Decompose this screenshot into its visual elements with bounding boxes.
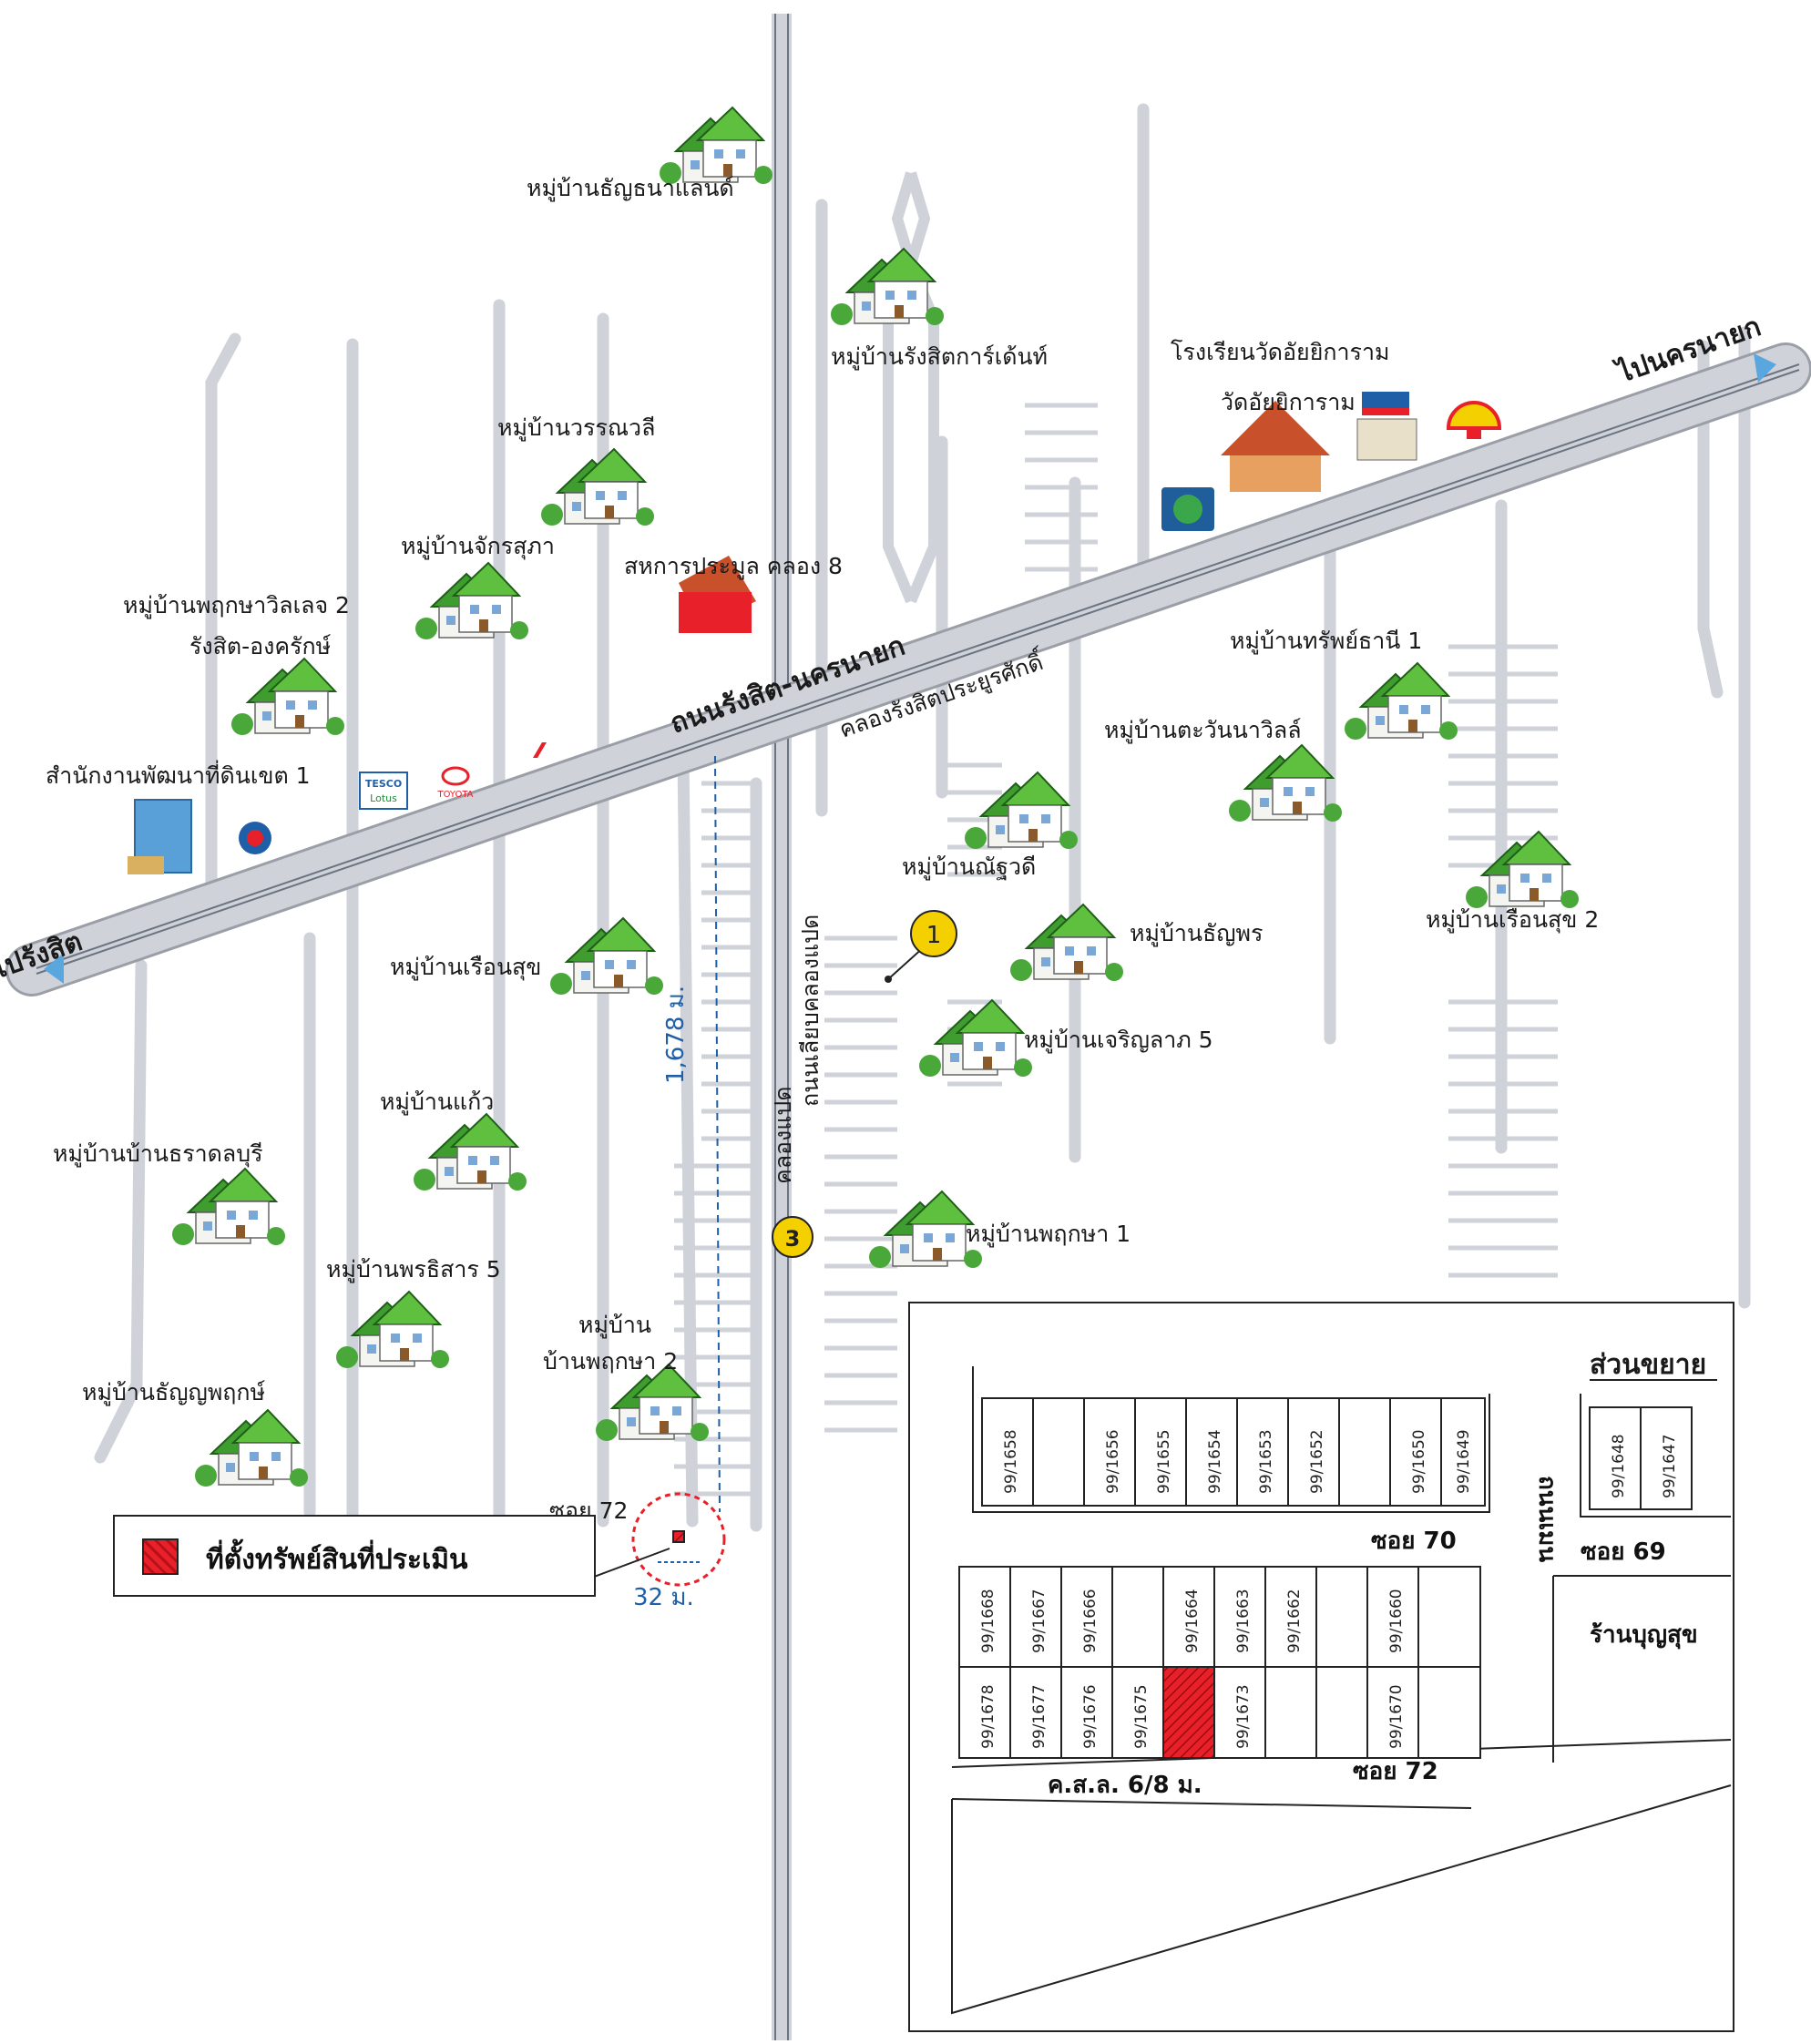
plot-label: 99/1648 (1610, 1434, 1628, 1498)
plot-label: 99/1660 (1387, 1589, 1406, 1653)
legend-swatch (142, 1538, 179, 1575)
village-label-ban-pruksa-2: บ้านพฤกษา 2 (543, 1348, 678, 1375)
arrow-right-icon (1754, 353, 1776, 383)
plot-row-3 (958, 1666, 1481, 1759)
inset-title: ส่วนขยาย (1590, 1349, 1706, 1381)
temple-icon (1221, 401, 1330, 492)
inset-road-men: ถนนเมน (1533, 1476, 1560, 1562)
plot-label: 99/1668 (979, 1589, 998, 1653)
plot-labels-right-pair: 99/1648 99/1647 (1610, 1434, 1679, 1498)
marker-1-label: 1 (926, 922, 942, 949)
distance-label-soi: 32 ม. (633, 1584, 694, 1611)
plot-label: 99/1656 (1104, 1429, 1122, 1494)
village-label-charoen-lap-5: หมู่บ้านเจริญลาภ 5 (1024, 1027, 1213, 1054)
plot-label: 99/1647 (1661, 1434, 1679, 1498)
plot-label: 99/1664 (1183, 1589, 1202, 1653)
village-label-wannawalee: หมู่บ้านวรรณวลี (497, 414, 655, 442)
village-label-rangsit-garden: หมู่บ้านรังสิตการ์เด้นท์ (831, 343, 1048, 371)
village-label-thanyathana-land: หมู่บ้านธัญธนาแลนด์ (527, 175, 734, 202)
landmark-label-land-office: สำนักงานพัฒนาที่ดินเขต 1 (46, 760, 311, 789)
plot-label: 99/1655 (1155, 1429, 1173, 1494)
suzuki-icon (533, 742, 547, 758)
marker-1: 1 (885, 910, 957, 983)
plot-label: 99/1658 (1002, 1429, 1020, 1494)
inset-soi-72: ซอย 72 (1353, 1758, 1438, 1785)
village-label-ruen-suk: หมู่บ้านเรือนสุข (390, 954, 541, 981)
plot-label: 99/1667 (1030, 1589, 1049, 1653)
plot-label: 99/1666 (1081, 1589, 1100, 1653)
village-label-pornthisarn-5: หมู่บ้านพรธิสาร 5 (326, 1256, 501, 1283)
village-label-thanya-pruk: หมู่บ้านธัญญพฤกษ์ (82, 1379, 266, 1406)
village-label-thanyaporn: หมู่บ้านธัญพร (1130, 920, 1263, 947)
khlong-8-road (772, 14, 792, 2040)
village-label-ruen-suk-2: หมู่บ้านเรือนสุข 2 (1426, 906, 1599, 934)
inset-map: ส่วนขยาย (908, 1302, 1734, 2032)
plot-labels-row-2: 99/1668 99/1667 99/1666 99/1664 99/1663 … (979, 1589, 1406, 1653)
marker-3: 3 (772, 1216, 813, 1258)
loop-road (883, 171, 939, 604)
toyota-text: TOYOTA (436, 790, 473, 800)
distance-label-main: 1,678 ม. (662, 986, 690, 1084)
plot-label: 99/1663 (1234, 1589, 1253, 1653)
plot-label: 99/1662 (1285, 1589, 1304, 1653)
village-label-jakkasupa: หมู่บ้านจักรสุภา (401, 533, 555, 560)
inset-drain: ค.ส.ล. 6/8 ม. (1048, 1772, 1202, 1799)
road-label-side-canal: ถนนเลียบคลองแปด (797, 915, 824, 1107)
arrow-left-icon (44, 953, 64, 984)
inset-soi-70: ซอย 70 (1371, 1528, 1457, 1555)
plot-label: 99/1675 (1132, 1684, 1151, 1749)
village-label-tawanna-ville: หมู่บ้านตะวันนาวิลล์ (1104, 717, 1302, 744)
road-label-khlong-8: คลองแปด (770, 1087, 796, 1184)
bangchak-station-icon (1161, 487, 1214, 531)
plot-labels-row-1: 99/1658 99/1656 99/1655 99/1654 99/1653 … (1002, 1429, 1473, 1494)
shell-station-icon (1446, 401, 1502, 439)
plot-label: 99/1670 (1387, 1684, 1406, 1749)
legend: ที่ตั้งทรัพย์สินที่ประเมิน (113, 1515, 596, 1597)
village-label-rangsit-ongkharak: รังสิต-องครักษ์ (189, 633, 332, 659)
plot-label: 99/1650 (1410, 1429, 1428, 1494)
plot-label: 99/1676 (1081, 1684, 1100, 1749)
landmark-label-coop: สหการประมูล คลอง 8 (624, 553, 843, 580)
lotus-text: Lotus (370, 792, 397, 804)
plot-label: 99/1653 (1257, 1429, 1275, 1494)
landmark-label-school: โรงเรียนวัดอัยยิการาม (1171, 339, 1389, 365)
legend-text: ที่ตั้งทรัพย์สินที่ประเมิน (206, 1544, 468, 1576)
village-label-nattawadee: หมู่บ้านณัฐวดี (902, 853, 1036, 881)
side-roads (94, 103, 1751, 1537)
ptt-station-icon (239, 822, 271, 854)
village-label-pruksa-village-2: หมู่บ้านพฤกษาวิลเลจ 2 (123, 592, 350, 619)
village-label-kaew: หมู่บ้านแก้ว (380, 1088, 494, 1116)
village-label-muban: หมู่บ้าน (578, 1312, 651, 1339)
subject-plot (1162, 1666, 1215, 1759)
plot-label: 99/1678 (979, 1684, 998, 1749)
plot-label: 99/1677 (1030, 1684, 1049, 1749)
village-label-tharadon-buri: หมู่บ้านบ้านธราดลบุรี (53, 1140, 263, 1168)
distance-line (714, 755, 721, 1513)
office-building-icon (128, 799, 192, 874)
inset-soi-69: ซอย 69 (1581, 1538, 1666, 1566)
tesco-lotus-icon: TESCO Lotus (359, 772, 408, 810)
plot-label: 99/1654 (1206, 1429, 1224, 1494)
plot-label: 99/1652 (1308, 1429, 1326, 1494)
village-label-sapthani-1: หมู่บ้านทรัพย์ธานี 1 (1230, 628, 1422, 655)
school-icon (1356, 392, 1417, 461)
village-label-pruksa-1: หมู่บ้านพฤกษา 1 (966, 1221, 1131, 1248)
tesco-text: TESCO (365, 778, 402, 790)
landmark-label-temple: วัดอัยยิการาม (1221, 389, 1356, 415)
soi-ladders (674, 403, 1558, 1497)
plot-label: 99/1673 (1234, 1684, 1253, 1749)
plot-labels-row-3: 99/1678 99/1677 99/1676 99/1675 99/1673 … (979, 1684, 1406, 1749)
plot-row-1 (981, 1397, 1486, 1507)
plot-right-pair (1589, 1406, 1693, 1510)
marker-3-label: 3 (785, 1226, 801, 1252)
inset-shop: ร้านบุญสุข (1590, 1621, 1698, 1650)
coop-building-icon (679, 556, 756, 633)
plot-label: 99/1649 (1455, 1429, 1473, 1494)
main-road-rangsit-nakhonnayok (5, 342, 1811, 996)
toyota-icon: TOYOTA (436, 766, 474, 800)
